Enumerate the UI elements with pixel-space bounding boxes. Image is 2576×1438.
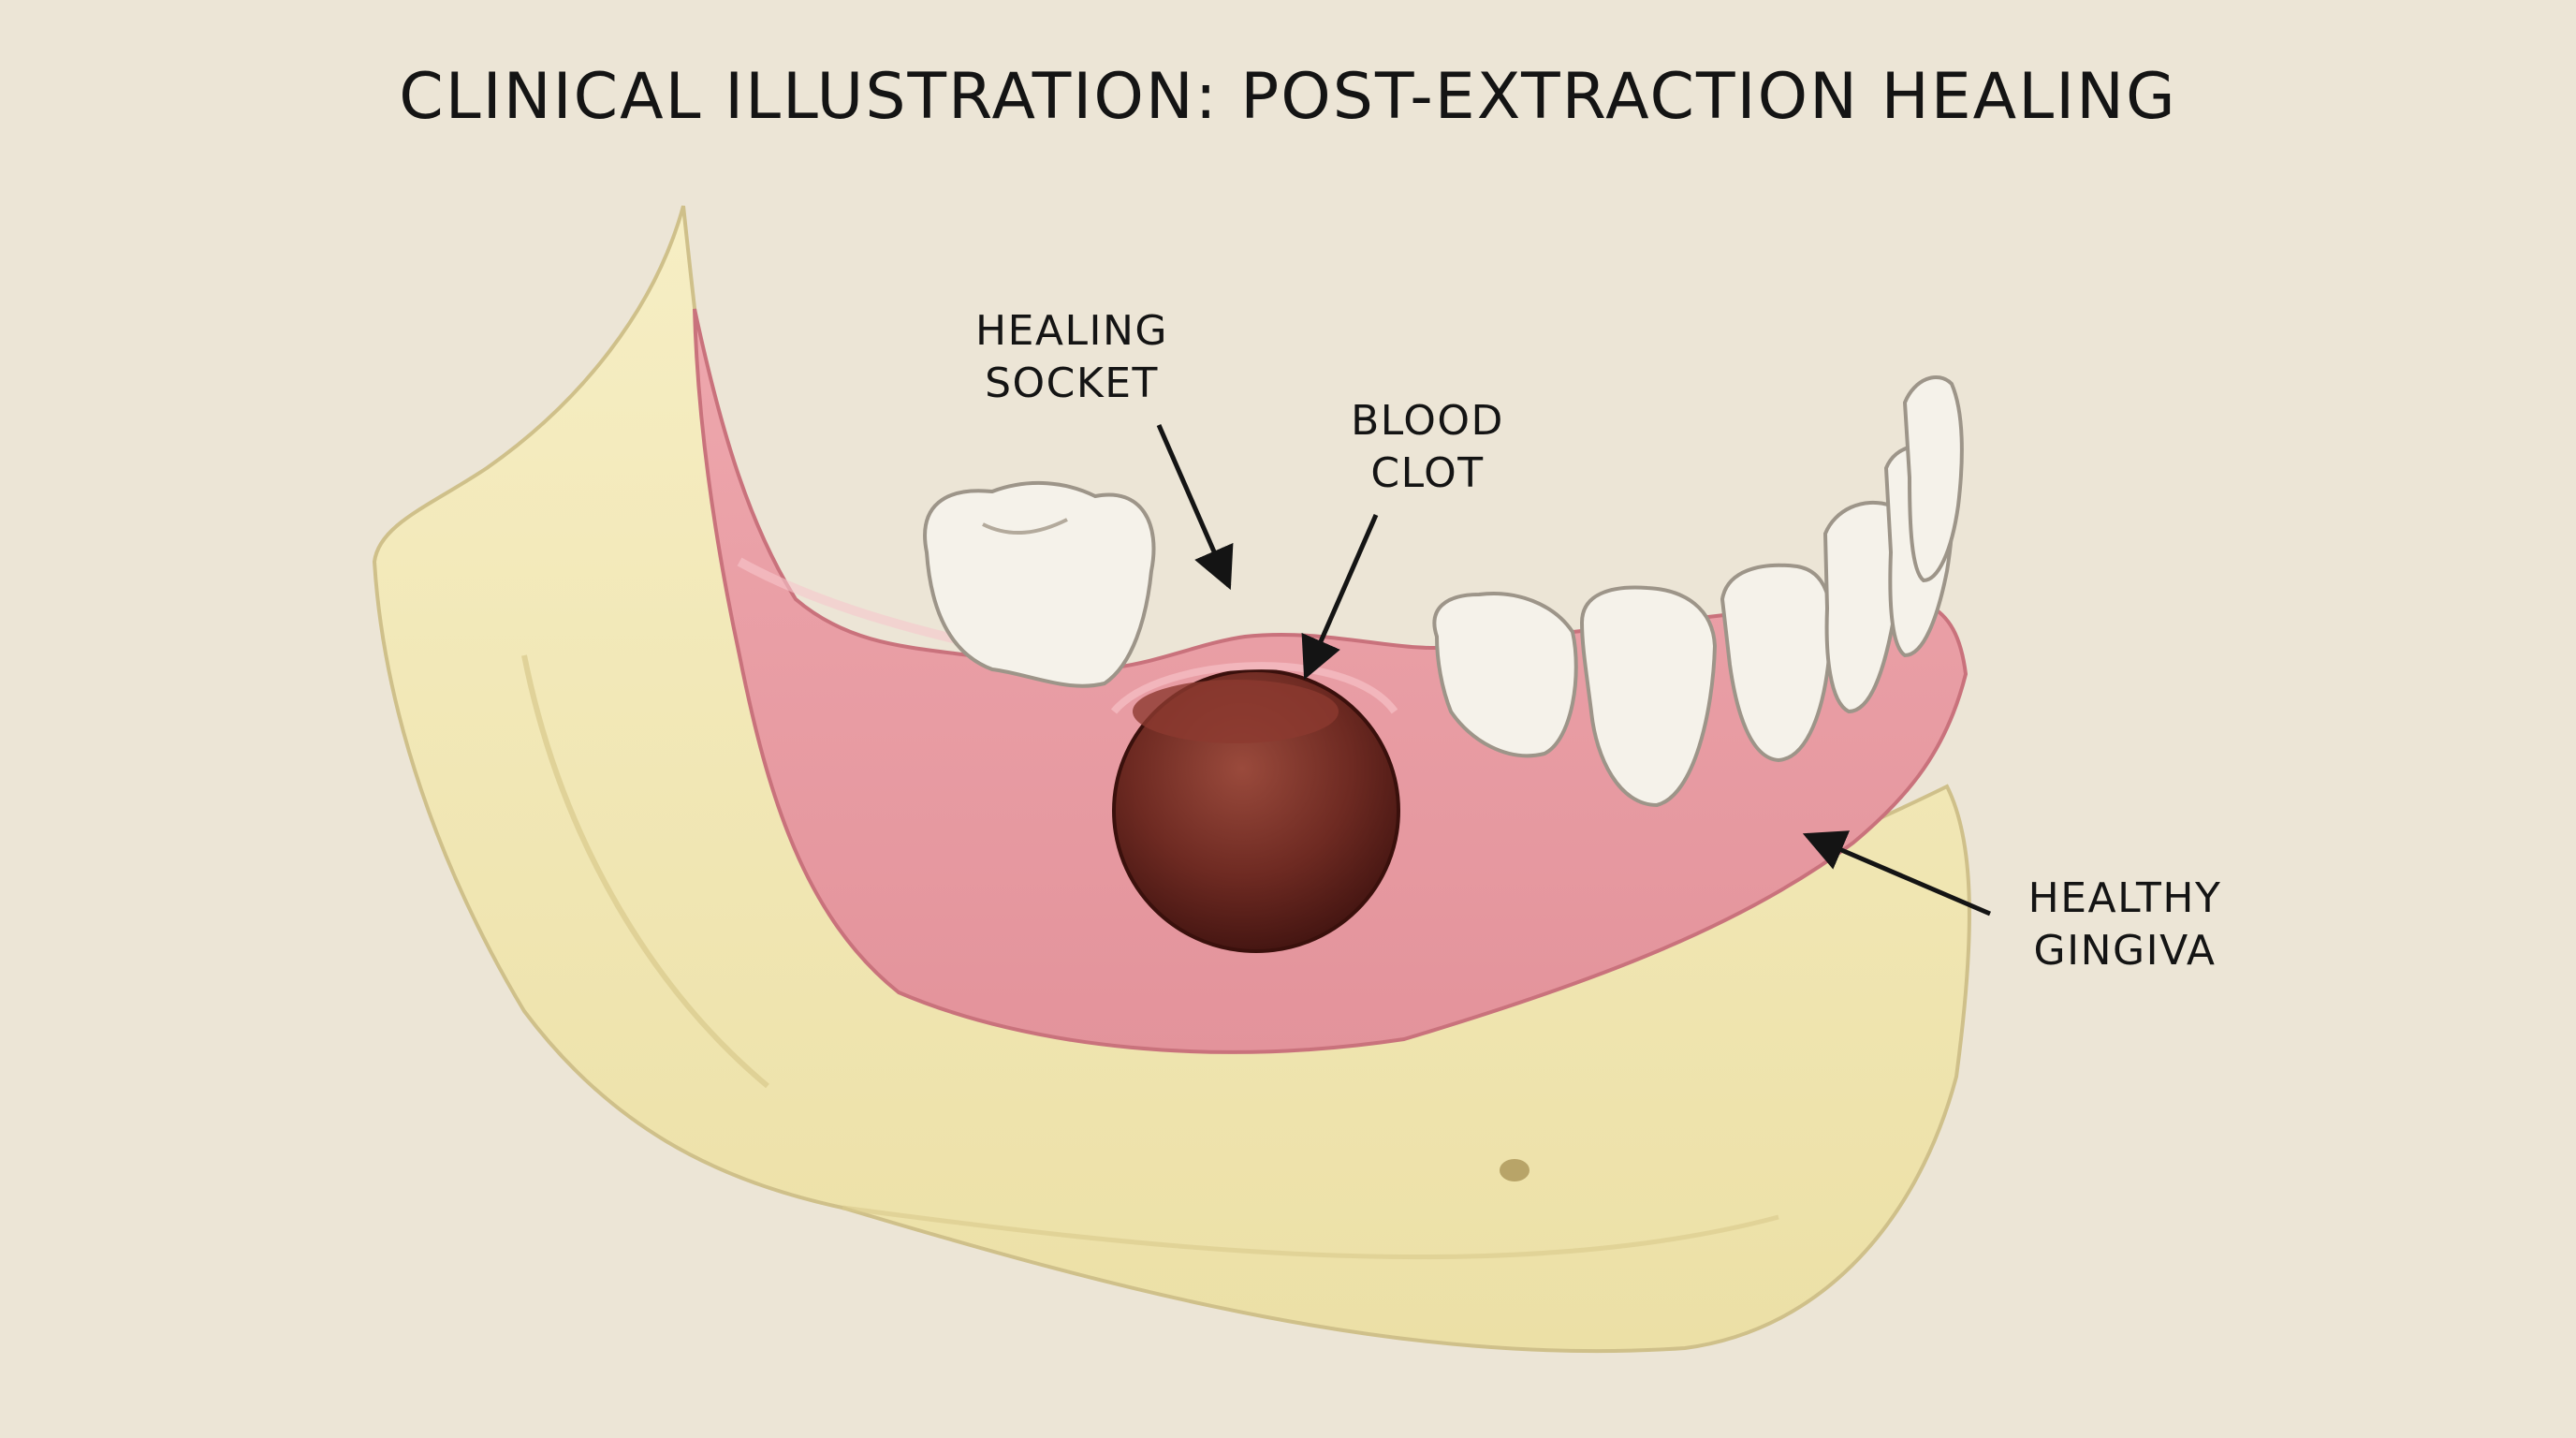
blood-clot <box>1112 668 1400 953</box>
healing-socket-arrow <box>1156 424 1234 591</box>
molar-cusp-line <box>982 518 1068 536</box>
mental-foramen <box>1500 1159 1530 1181</box>
label-healthy-gingiva: HEALTHY GINGIVA <box>2027 874 2222 975</box>
molar-tooth <box>923 481 1156 688</box>
label-healing-socket: HEALING SOCKET <box>975 307 1168 407</box>
socket-rim <box>1110 662 1398 714</box>
label-blood-clot: BLOOD CLOT <box>1351 397 1504 497</box>
blood-clot-arrow <box>1301 514 1379 681</box>
clot-surface-highlight <box>1133 680 1339 743</box>
bone-ramus-shadow <box>521 654 769 1089</box>
premolar-tooth-2 <box>1579 585 1718 808</box>
page-title: CLINICAL ILLUSTRATION: POST-EXTRACTION H… <box>399 60 2177 134</box>
bone-contour <box>842 1205 1779 1260</box>
premolar-tooth <box>1432 592 1578 758</box>
healthy-gingiva-arrow <box>1802 830 1991 917</box>
incisor-tooth-4 <box>1902 374 1964 583</box>
